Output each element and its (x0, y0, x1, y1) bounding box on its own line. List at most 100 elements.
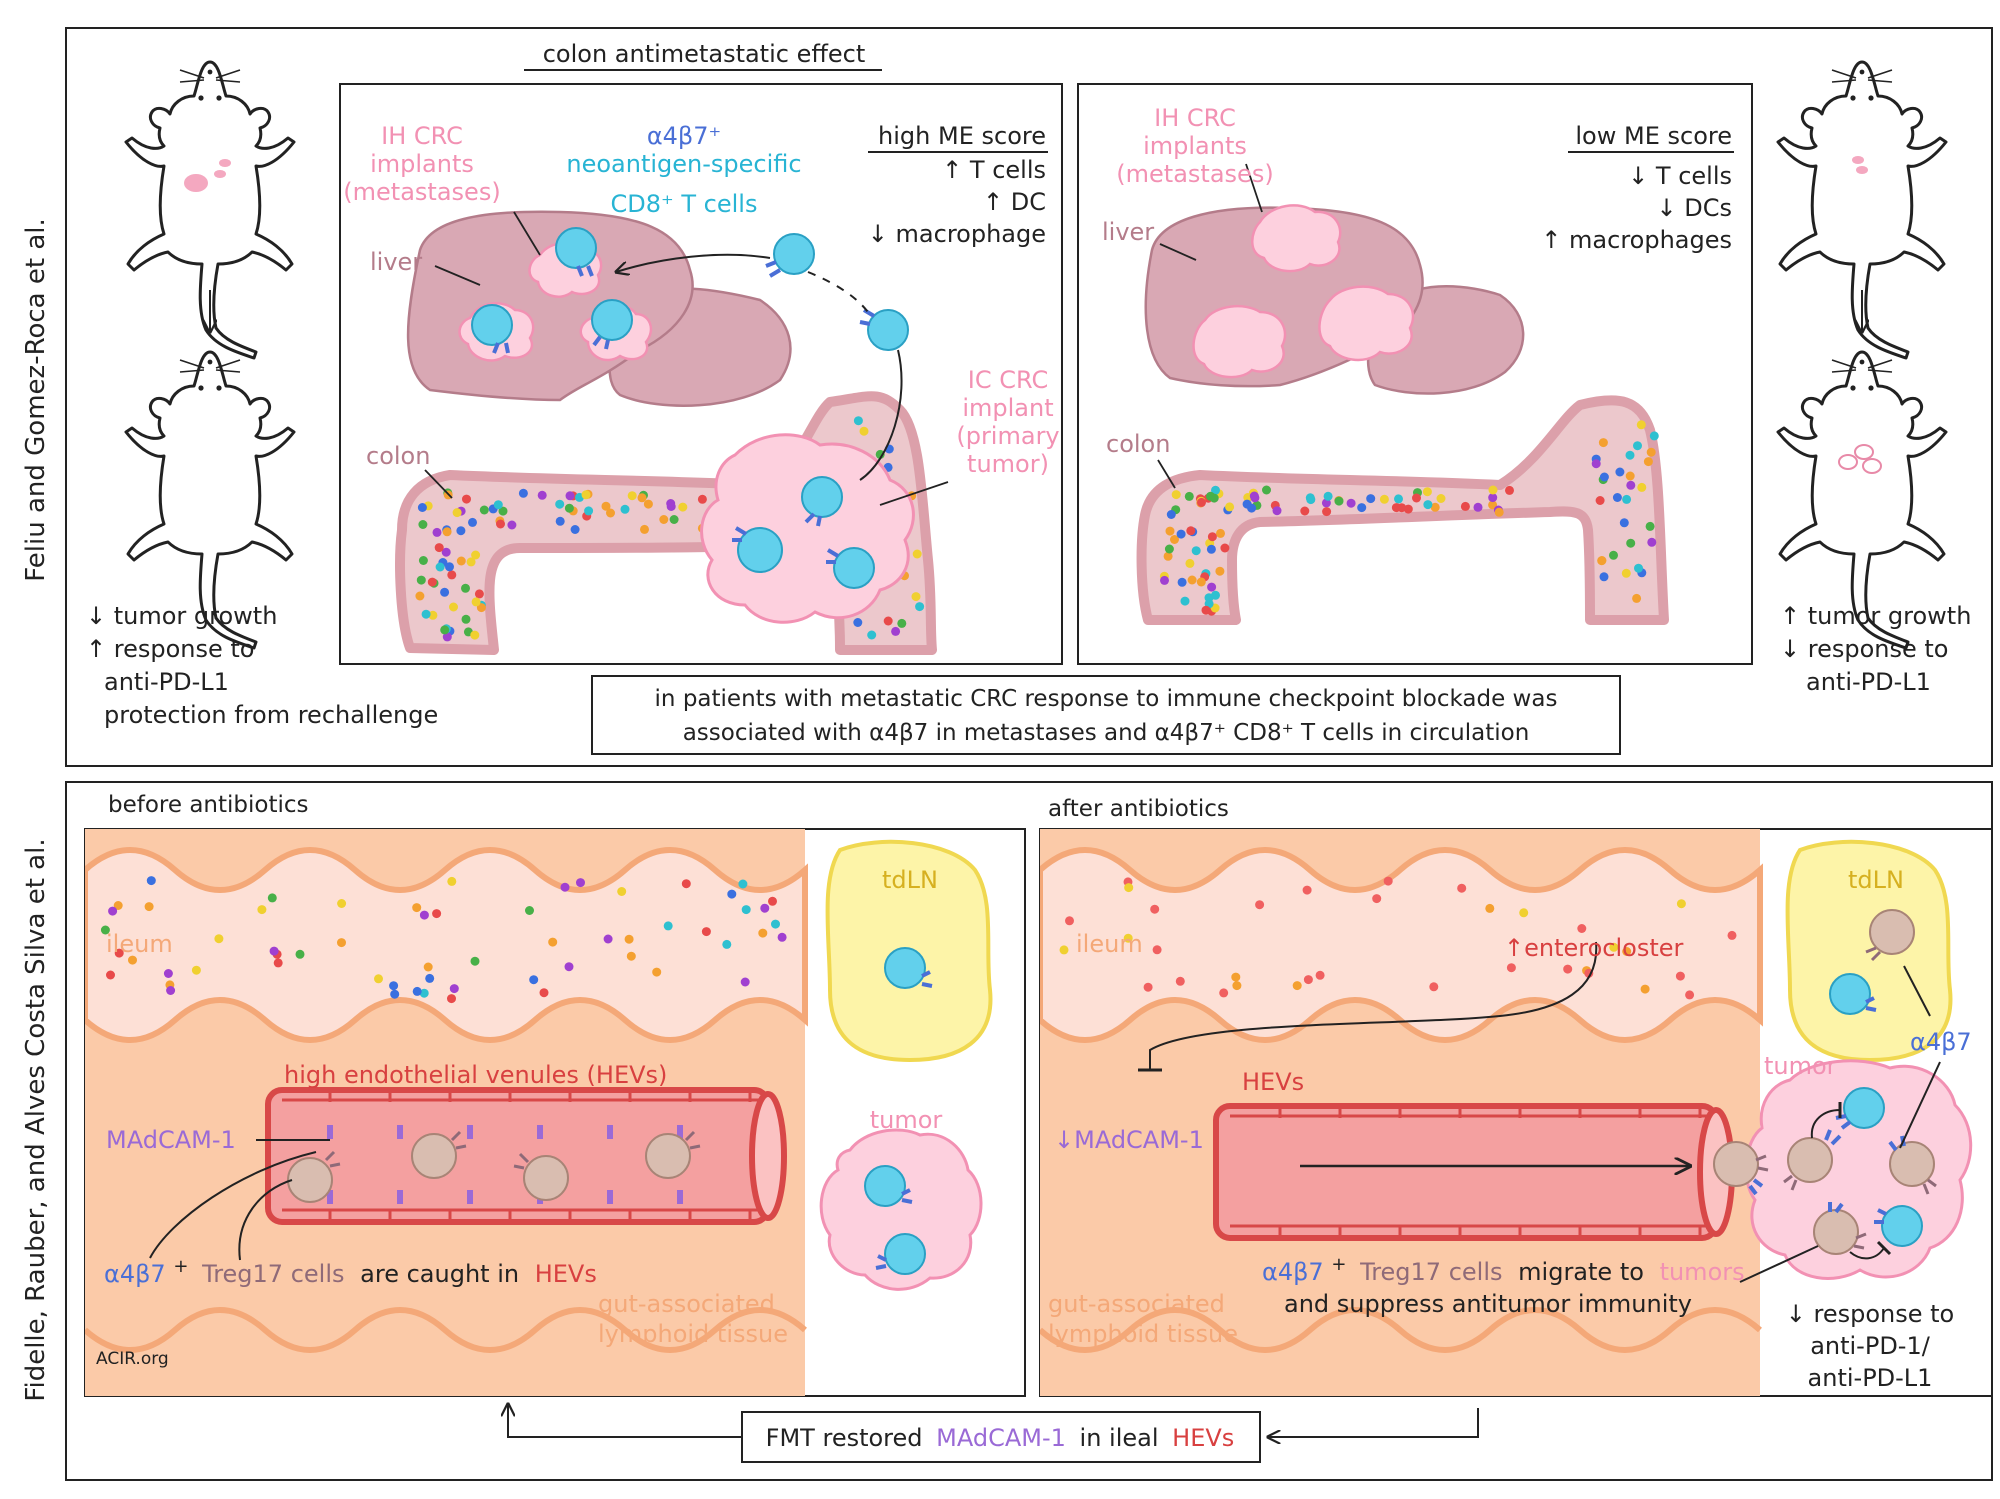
microbe-dot (1727, 930, 1737, 940)
microbe-dot (432, 527, 442, 537)
microbe-dot (1457, 883, 1467, 893)
fmt-box (741, 1411, 1261, 1463)
microbe-dot (470, 630, 480, 640)
t-cell (1829, 973, 1871, 1015)
arrow-tcell-to-liver (616, 253, 771, 272)
microbe-dot (128, 955, 137, 965)
microbe-dot (1163, 551, 1173, 561)
microbe-dot (1346, 498, 1356, 508)
fmt-text-c: in ileal (1080, 1424, 1159, 1452)
microbe-dot (1160, 575, 1169, 585)
microbe-dot (1615, 467, 1625, 477)
microbe-dot (1634, 563, 1643, 573)
microbe-dot (1165, 526, 1175, 536)
microbe-dot (1609, 942, 1619, 952)
microbe-dot (606, 508, 615, 518)
caption-before-treg: Treg17 cells (201, 1260, 344, 1288)
ih-pointer-high (513, 211, 541, 256)
caption-after-migrate: migrate to (1518, 1258, 1644, 1286)
microbe-dot (1633, 441, 1642, 451)
microbe-dot (1640, 984, 1650, 994)
microbe-dot (697, 494, 707, 504)
high-me-item-2: ↑ DC (983, 188, 1046, 216)
madcam-label-before: MAdCAM-1 (106, 1126, 236, 1154)
microbe-dot (1632, 593, 1642, 603)
microbe-dot (1519, 908, 1529, 918)
microbe-dot (537, 490, 547, 500)
microbe-dot (1185, 558, 1195, 568)
microbe-dot (1201, 605, 1211, 615)
ic-crc-label-2: implant (962, 394, 1053, 422)
ileum-label-after: ileum (1076, 930, 1143, 958)
receptors-high (492, 260, 876, 564)
colon-pointer-high (424, 469, 453, 499)
microbe-dot (1647, 537, 1657, 547)
tumor-label-before: tumor (870, 1106, 943, 1134)
microbe-dot (529, 975, 539, 985)
microbe-dot (853, 618, 863, 627)
response-label-1: ↓ response to (1786, 1300, 1954, 1328)
galt-edge-before (85, 1307, 807, 1353)
high-me-item-1: ↑ T cells (942, 156, 1046, 184)
treg-cell (411, 1133, 457, 1179)
microbe-dot (416, 575, 426, 585)
microbe-dot (1184, 491, 1194, 501)
tdln-receptor-before (921, 970, 933, 988)
t-cell (833, 547, 875, 589)
microbe-dot (1143, 982, 1153, 992)
microbe-dot (1488, 500, 1498, 510)
microbe-dot (1577, 924, 1587, 933)
microbe-dot (507, 520, 517, 530)
microbe-dot (1216, 528, 1225, 538)
microbe-dot (740, 977, 750, 987)
summary-box (591, 675, 1621, 755)
microbe-dot (435, 562, 445, 572)
galt-label-before-2: lymphoid tissue (598, 1320, 788, 1348)
microbe-dot (1636, 420, 1646, 430)
microbe-dot (1322, 507, 1332, 517)
microbe-dot (214, 934, 224, 944)
enterocloster-label: ↑enterocloster (1504, 934, 1684, 962)
suppress-arrow-1 (1810, 1109, 1841, 1139)
microbe-dot (163, 969, 173, 978)
microbe-dot (423, 962, 433, 972)
microbe-dot (295, 949, 305, 959)
low-me-item-2: ↓ DCs (1657, 194, 1732, 222)
microbe-dot (1197, 497, 1206, 507)
microbe-dot (741, 905, 751, 915)
ileum-dots-after (1059, 876, 1737, 1000)
microbe-dot (738, 879, 748, 889)
treg-cell (1787, 1137, 1833, 1183)
microbe-dot (461, 583, 470, 593)
microbe-dot (581, 490, 591, 500)
microbe-dot (1242, 499, 1252, 509)
right-outcome-3: anti-PD-L1 (1806, 668, 1931, 696)
microbe-dot (1164, 544, 1174, 554)
microbe-dot (449, 984, 459, 994)
microbe-dot (666, 502, 676, 511)
caption-before-hevs: HEVs (535, 1260, 597, 1288)
microbe-dot (1494, 507, 1504, 517)
microbe-dot (1211, 485, 1220, 495)
ih-crc-label-low-1: IH CRC (1154, 104, 1236, 132)
treg-receptors-after (1755, 1154, 1937, 1250)
left-mouse-outcomes: ↓ tumor growth ↑ response to anti-PD-L1 … (86, 602, 438, 729)
caption-after-tumors: tumors (1660, 1258, 1745, 1286)
microbe-dot (678, 502, 688, 512)
t-cell (1843, 1087, 1885, 1129)
microbe-dot (1612, 493, 1622, 502)
microbe-dot (415, 591, 425, 601)
microbe-dot (624, 934, 634, 944)
ic-crc-label-3: (primary (956, 422, 1059, 450)
microbe-dot (441, 547, 451, 557)
microbe-dot (620, 504, 630, 514)
fmt-arrow-in (1268, 1408, 1479, 1437)
microbe-dot (106, 970, 115, 980)
microbe-dot (479, 505, 489, 515)
microbe-dot (1262, 485, 1271, 495)
microbe-dot (418, 520, 428, 529)
ic-crc-label-1: IC CRC (968, 366, 1048, 394)
t-cell (1881, 1205, 1923, 1247)
microbe-dot (565, 491, 575, 501)
caption-after-treg: Treg17 cells (1359, 1258, 1502, 1286)
